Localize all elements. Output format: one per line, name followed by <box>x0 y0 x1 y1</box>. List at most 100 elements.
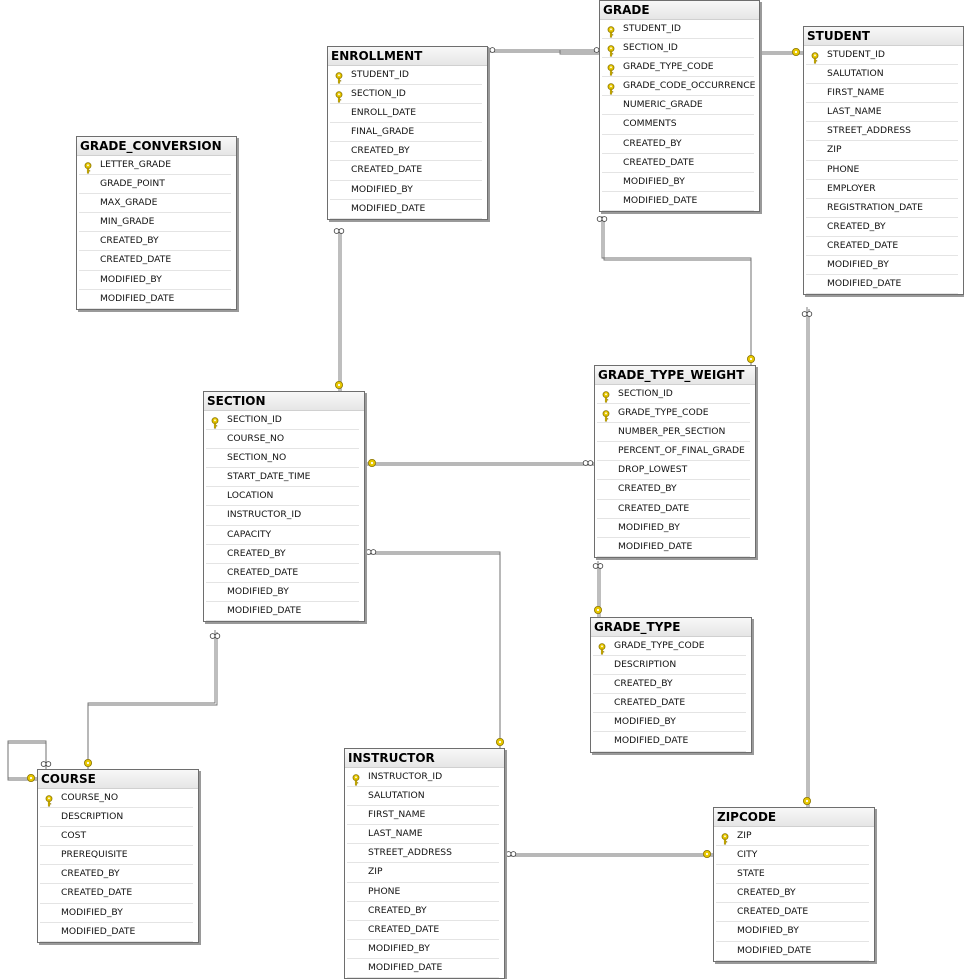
column-row[interactable]: MODIFIED_BY <box>347 940 499 959</box>
table-title[interactable]: ENROLLMENT <box>328 47 487 66</box>
column-row[interactable]: SECTION_NO <box>206 449 359 469</box>
column-row[interactable]: GRADE_POINT <box>79 175 231 195</box>
column-row[interactable]: CREATED_BY <box>40 865 193 885</box>
column-row[interactable]: ZIP <box>347 863 499 883</box>
column-row[interactable]: CREATED_BY <box>806 218 958 237</box>
column-row[interactable]: PHONE <box>806 161 958 180</box>
table-title[interactable]: COURSE <box>38 770 198 789</box>
table-title[interactable]: ZIPCODE <box>714 808 874 827</box>
table-title[interactable]: GRADE_CONVERSION <box>77 137 236 156</box>
relationship-section-grade-type-weight[interactable] <box>365 462 594 466</box>
column-row[interactable]: CREATED_BY <box>716 884 869 904</box>
column-row[interactable]: GRADE_CODE_OCCURRENCE <box>602 77 755 97</box>
table-title[interactable]: GRADE_TYPE_WEIGHT <box>595 366 755 385</box>
column-row[interactable]: ZIP <box>806 141 958 161</box>
column-row[interactable]: STUDENT_ID <box>602 20 754 40</box>
column-row[interactable]: CREATED_DATE <box>602 154 754 173</box>
column-row[interactable]: NUMBER_PER_SECTION <box>597 423 750 443</box>
column-row[interactable]: CREATED_DATE <box>593 694 746 714</box>
relationship-instructor-section[interactable] <box>365 551 501 750</box>
column-row[interactable]: LAST_NAME <box>806 103 958 123</box>
column-row[interactable]: CREATED_BY <box>79 232 231 252</box>
table-title[interactable]: GRADE_TYPE <box>591 618 751 637</box>
column-row[interactable]: MODIFIED_DATE <box>330 200 482 219</box>
column-row[interactable]: MODIFIED_BY <box>40 904 193 923</box>
column-row[interactable]: CREATED_DATE <box>79 251 231 271</box>
column-row[interactable]: DESCRIPTION <box>593 656 746 676</box>
column-row[interactable]: CREATED_DATE <box>597 500 750 519</box>
column-row[interactable]: STUDENT_ID <box>330 66 482 86</box>
column-row[interactable]: SECTION_ID <box>206 411 359 431</box>
column-row[interactable]: FINAL_GRADE <box>330 123 482 143</box>
column-row[interactable]: FIRST_NAME <box>806 84 958 104</box>
column-row[interactable]: MODIFIED_DATE <box>602 192 754 211</box>
column-row[interactable]: MODIFIED_DATE <box>716 942 869 961</box>
column-row[interactable]: MODIFIED_DATE <box>806 275 958 295</box>
relationship-zipcode-student[interactable] <box>806 307 810 809</box>
column-row[interactable]: MODIFIED_BY <box>330 181 482 200</box>
column-row[interactable]: CREATED_BY <box>593 675 746 695</box>
column-row[interactable]: INSTRUCTOR_ID <box>206 506 359 526</box>
column-row[interactable]: DESCRIPTION <box>40 808 193 828</box>
column-row[interactable]: CREATED_DATE <box>716 903 869 923</box>
column-row[interactable]: STUDENT_ID <box>806 46 958 66</box>
column-row[interactable]: CAPACITY <box>206 526 359 545</box>
column-row[interactable]: PREREQUISITE <box>40 846 193 866</box>
column-row[interactable]: MODIFIED_BY <box>602 173 754 192</box>
column-row[interactable]: COST <box>40 827 193 847</box>
column-row[interactable]: MODIFIED_DATE <box>347 959 499 979</box>
column-row[interactable]: MODIFIED_DATE <box>40 923 193 942</box>
column-row[interactable]: FIRST_NAME <box>347 806 499 826</box>
column-row[interactable]: NUMERIC_GRADE <box>602 96 754 116</box>
column-row[interactable]: GRADE_TYPE_CODE <box>593 637 746 657</box>
column-row[interactable]: REGISTRATION_DATE <box>806 199 958 218</box>
column-row[interactable]: CREATED_DATE <box>206 564 359 583</box>
column-row[interactable]: STREET_ADDRESS <box>347 844 499 864</box>
column-row[interactable]: STREET_ADDRESS <box>806 122 958 142</box>
column-row[interactable]: PERCENT_OF_FINAL_GRADE <box>597 442 750 462</box>
column-row[interactable]: SALUTATION <box>347 787 499 807</box>
column-row[interactable]: CITY <box>716 846 869 866</box>
column-row[interactable]: DROP_LOWEST <box>597 461 750 481</box>
column-row[interactable]: MIN_GRADE <box>79 213 231 233</box>
column-row[interactable]: CREATED_DATE <box>40 884 193 904</box>
column-row[interactable]: CREATED_BY <box>347 902 499 921</box>
column-row[interactable]: MODIFIED_DATE <box>206 602 359 622</box>
column-row[interactable]: PHONE <box>347 883 499 902</box>
column-row[interactable]: MODIFIED_BY <box>206 583 359 602</box>
column-row[interactable]: CREATED_BY <box>206 545 359 564</box>
column-row[interactable]: MODIFIED_BY <box>806 256 958 276</box>
column-row[interactable]: SECTION_ID <box>597 385 750 405</box>
relationship-zipcode-instructor[interactable] <box>505 853 713 857</box>
column-row[interactable]: INSTRUCTOR_ID <box>347 768 499 788</box>
column-row[interactable]: SECTION_ID <box>330 85 482 105</box>
column-row[interactable]: CREATED_BY <box>602 135 754 154</box>
table-title[interactable]: INSTRUCTOR <box>345 749 504 768</box>
relationship-section-enrollment[interactable] <box>338 229 342 393</box>
column-row[interactable]: MODIFIED_BY <box>79 271 231 290</box>
column-row[interactable]: MODIFIED_BY <box>593 713 746 733</box>
column-row[interactable]: MODIFIED_DATE <box>593 732 746 752</box>
column-row[interactable]: MODIFIED_BY <box>597 519 750 538</box>
relationship-grade-type-weight-grade[interactable] <box>601 216 752 367</box>
column-row[interactable]: COMMENTS <box>602 115 754 135</box>
relationship-grade-type-grade-type-weight[interactable] <box>597 561 601 619</box>
column-row[interactable]: SECTION_ID <box>602 39 754 59</box>
column-row[interactable]: COURSE_NO <box>40 789 193 809</box>
table-title[interactable]: STUDENT <box>804 27 963 46</box>
column-row[interactable]: GRADE_TYPE_CODE <box>602 58 754 78</box>
column-row[interactable]: MAX_GRADE <box>79 194 231 214</box>
column-row[interactable]: CREATED_DATE <box>347 921 499 940</box>
column-row[interactable]: MODIFIED_DATE <box>79 290 231 309</box>
relationship-enrollment-grade[interactable] <box>490 49 599 53</box>
column-row[interactable]: CREATED_DATE <box>806 237 958 257</box>
